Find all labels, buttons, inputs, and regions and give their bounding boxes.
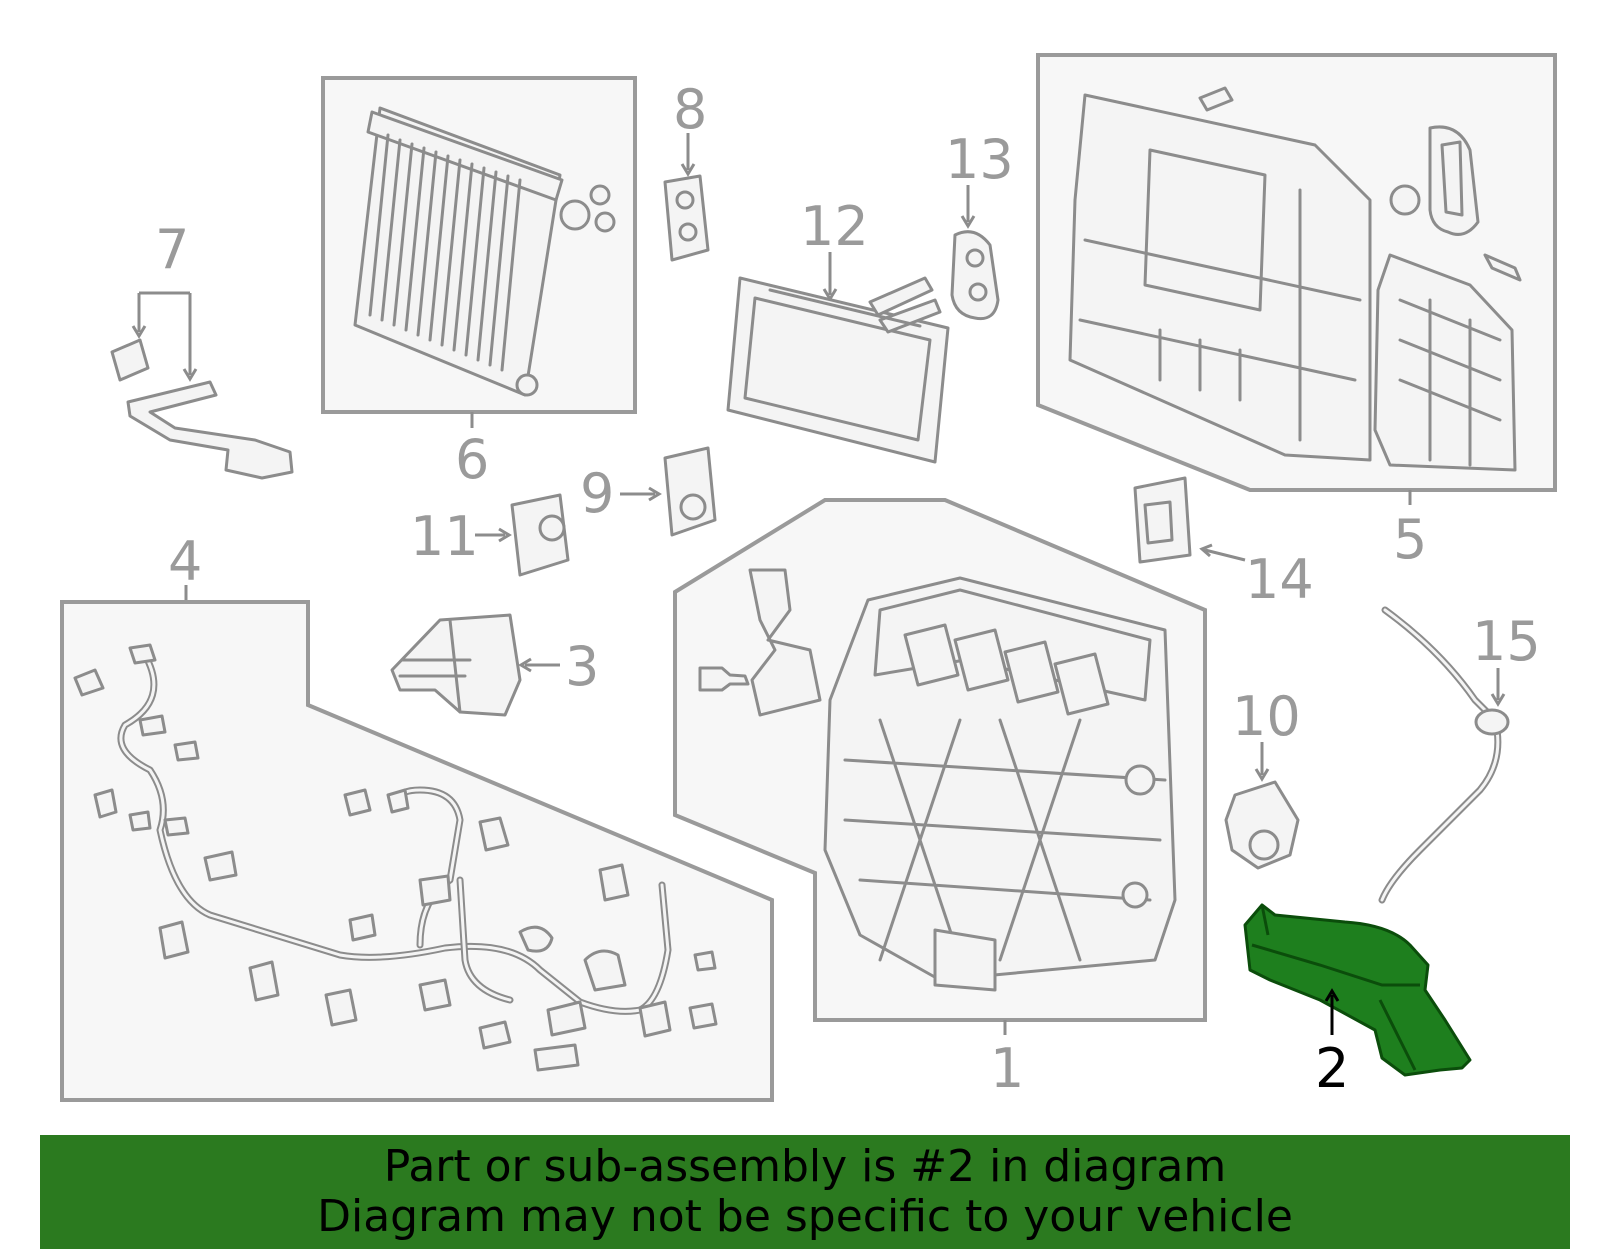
callout-11: 11	[410, 505, 479, 568]
callout-15: 15	[1472, 610, 1541, 673]
info-banner: Part or sub-assembly is #2 in diagram Di…	[40, 1135, 1570, 1249]
callout-7: 7	[155, 218, 189, 281]
recirculation-actuator[interactable]	[1224, 780, 1300, 870]
heater-core[interactable]	[726, 276, 950, 464]
blower-resistor[interactable]	[1133, 476, 1192, 564]
expansion-valve[interactable]	[663, 174, 710, 262]
callout-12: 12	[800, 195, 869, 258]
upper-case-assembly[interactable]	[1068, 86, 1522, 472]
evaporator-core[interactable]	[353, 106, 616, 397]
mode-actuator-9[interactable]	[663, 446, 717, 537]
temperature-sensor[interactable]	[110, 338, 294, 480]
banner-line-2: Diagram may not be specific to your vehi…	[317, 1191, 1293, 1242]
blower-motor-3[interactable]	[390, 613, 522, 717]
callout-3: 3	[565, 635, 599, 698]
callout-2: 2	[1315, 1037, 1349, 1100]
callout-5: 5	[1393, 508, 1427, 571]
callout-14: 14	[1245, 548, 1314, 611]
banner-line-1: Part or sub-assembly is #2 in diagram	[383, 1141, 1227, 1192]
callout-8: 8	[673, 78, 707, 141]
drain-hose[interactable]	[1378, 606, 1510, 904]
wire-harness[interactable]	[73, 643, 718, 1072]
grommet-seal[interactable]	[950, 230, 1000, 321]
callout-13: 13	[945, 128, 1014, 191]
callout-6: 6	[455, 428, 489, 491]
callout-4: 4	[168, 530, 202, 593]
duct-part-2-highlighted[interactable]	[1243, 903, 1472, 1077]
callout-9: 9	[580, 462, 614, 525]
callout-10: 10	[1232, 685, 1301, 748]
heater-unit-assembly[interactable]	[698, 568, 1177, 992]
air-mix-actuator[interactable]	[510, 493, 570, 577]
callout-1: 1	[990, 1037, 1024, 1100]
